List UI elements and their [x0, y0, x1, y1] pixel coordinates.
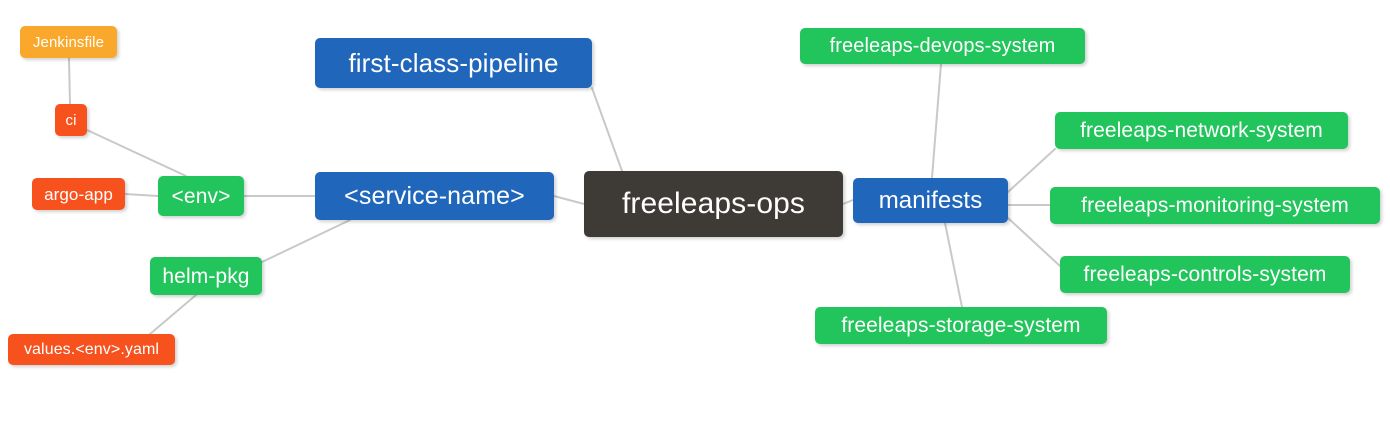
node-argo-app[interactable]: argo-app	[32, 178, 125, 210]
node-service-name[interactable]: <service-name>	[315, 172, 554, 220]
edge-env-to-argo-app	[124, 193, 159, 197]
edge-service-name-to-helm-pkg	[261, 219, 351, 263]
node-manifests[interactable]: manifests	[853, 178, 1008, 223]
node-helm-pkg[interactable]: helm-pkg	[150, 257, 262, 295]
node-env[interactable]: <env>	[158, 176, 244, 216]
node-first-class-pipeline[interactable]: first-class-pipeline	[315, 38, 592, 88]
node-freeleaps-ops[interactable]: freeleaps-ops	[584, 171, 843, 237]
node-freeleaps-network-system[interactable]: freeleaps-network-system	[1055, 112, 1348, 149]
edge-ci-to-jenkinsfile	[68, 57, 71, 105]
node-ci[interactable]: ci	[55, 104, 87, 136]
edge-manifests-to-freeleaps-controls-system	[1007, 217, 1061, 267]
node-values-env-yaml[interactable]: values.<env>.yaml	[8, 334, 175, 365]
edge-manifests-to-freeleaps-storage-system	[944, 222, 963, 308]
node-freeleaps-devops-system[interactable]: freeleaps-devops-system	[800, 28, 1085, 64]
node-freeleaps-controls-system[interactable]: freeleaps-controls-system	[1060, 256, 1350, 293]
edge-env-to-ci	[86, 129, 187, 177]
edge-freeleaps-ops-to-first-class-pipeline	[591, 87, 623, 172]
edge-manifests-to-freeleaps-devops-system	[931, 63, 942, 179]
edge-freeleaps-ops-to-service-name	[553, 195, 585, 205]
node-freeleaps-storage-system[interactable]: freeleaps-storage-system	[815, 307, 1107, 344]
node-jenkinsfile[interactable]: Jenkinsfile	[20, 26, 117, 58]
node-freeleaps-monitoring-system[interactable]: freeleaps-monitoring-system	[1050, 187, 1380, 224]
edge-freeleaps-ops-to-manifests	[842, 199, 854, 205]
edge-manifests-to-freeleaps-network-system	[1007, 148, 1056, 193]
edge-helm-pkg-to-values-env-yaml	[149, 294, 197, 335]
